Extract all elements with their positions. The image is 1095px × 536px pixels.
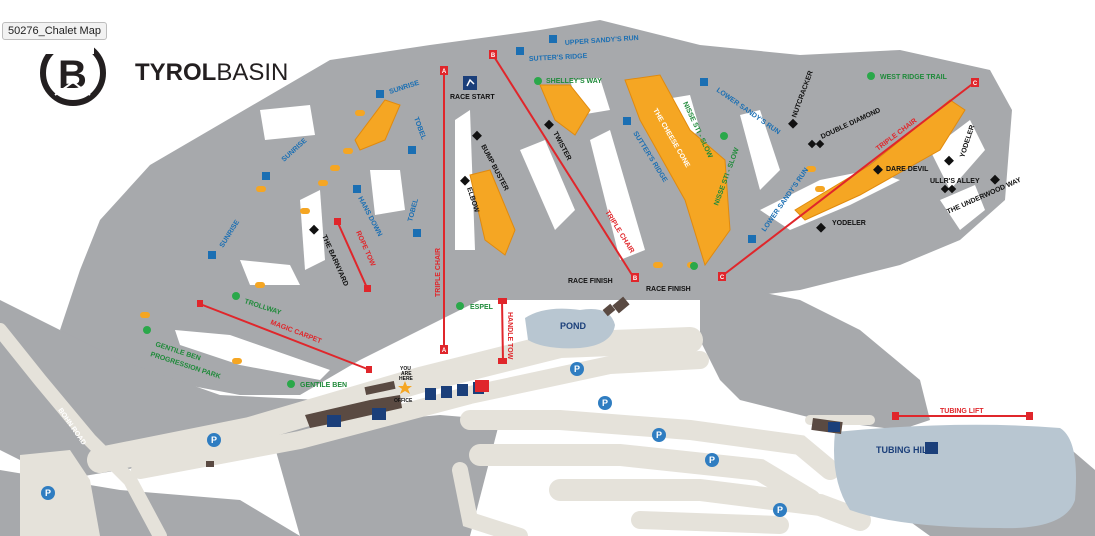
tubing-lift-label: TUBING LIFT: [940, 408, 984, 415]
office-label: OFFICE: [394, 398, 413, 404]
parking-label: P: [574, 364, 580, 374]
lift-a-label: TRIPLE CHAIR: [435, 248, 442, 297]
amenity-icons: [327, 380, 840, 432]
svg-text:B: B: [491, 53, 496, 59]
race-start-label: RACE START: [450, 94, 495, 101]
ski-school-icon: [441, 386, 452, 398]
food-icon: [327, 415, 341, 427]
here-label: HERE: [399, 376, 414, 382]
race-finish-label-1: RACE FINISH: [568, 278, 613, 285]
first-aid-icon: [475, 380, 489, 392]
pond: [525, 308, 615, 349]
paths: [0, 323, 875, 536]
rental-goggles-icon: [372, 408, 386, 420]
tubing-hill-label: TUBING HILL: [876, 445, 933, 455]
tubing-hill-icon: [925, 442, 938, 454]
tubing-hill-area: [834, 424, 1076, 529]
trail-dare-devil: DARE DEVIL: [886, 166, 929, 173]
lifts: [199, 54, 1030, 417]
terrain-parks: [354, 74, 966, 267]
magic-carpet-line: [199, 303, 371, 371]
race-start-icon: [463, 76, 477, 90]
race-finish-label-2: RACE FINISH: [646, 286, 691, 293]
tyrol-basin-logo: B TYROLBASIN: [40, 40, 288, 106]
you-label: YOU: [400, 366, 411, 372]
rope-tow-line: [337, 222, 369, 291]
trail-espel: ESPEL: [470, 304, 494, 311]
tubing-food-icon: [828, 422, 840, 432]
trail-sutters-ridge-1: SUTTER'S RIDGE: [529, 53, 588, 63]
handle-tow-line: [501, 299, 504, 363]
bell-icon: [457, 384, 468, 396]
race-markers: RACE START RACE FINISH RACE FINISH: [450, 76, 691, 293]
trail-shelleys-way: SHELLEY'S WAY: [546, 78, 602, 85]
parking-label: P: [656, 430, 662, 440]
parking-label: P: [211, 435, 217, 445]
trail-west-ridge: WEST RIDGE TRAIL: [880, 74, 948, 81]
are-label: ARE: [401, 371, 412, 377]
logo-name-bold: TYROL: [135, 59, 216, 86]
logo-name-light: BASIN: [216, 59, 288, 86]
svg-text:C: C: [973, 81, 978, 87]
you-are-here-star: [398, 381, 412, 394]
svg-text:TYROLBASIN: TYROLBASIN: [135, 59, 288, 86]
parking-label: P: [709, 455, 715, 465]
svg-text:B: B: [633, 276, 638, 282]
handle-tow-label: HANDLE TOW: [506, 312, 513, 360]
parking-lot: [20, 450, 100, 536]
parking-label: P: [777, 505, 783, 515]
trail-gentile-ben: GENTILE BEN: [300, 382, 347, 389]
pond-label: POND: [560, 321, 587, 331]
lift-b-line: [492, 54, 635, 279]
lift-c-line: [721, 81, 976, 277]
trail-ullrs-alley: ULLR'S ALLEY: [930, 178, 980, 185]
lift-letters: A A B B C C: [442, 53, 978, 354]
svg-text:A: A: [442, 69, 447, 75]
parking-label: P: [45, 488, 51, 498]
ski-rental-icon: [425, 388, 436, 400]
parking-signs: P P P P P P P: [41, 362, 787, 517]
svg-text:C: C: [720, 275, 725, 281]
parking-label: P: [602, 398, 608, 408]
lift-terminals: [197, 50, 1033, 420]
trail-yodeler-1: YODELER: [832, 220, 866, 227]
window-title: 50276_Chalet Map: [2, 22, 107, 40]
svg-text:A: A: [442, 348, 447, 354]
